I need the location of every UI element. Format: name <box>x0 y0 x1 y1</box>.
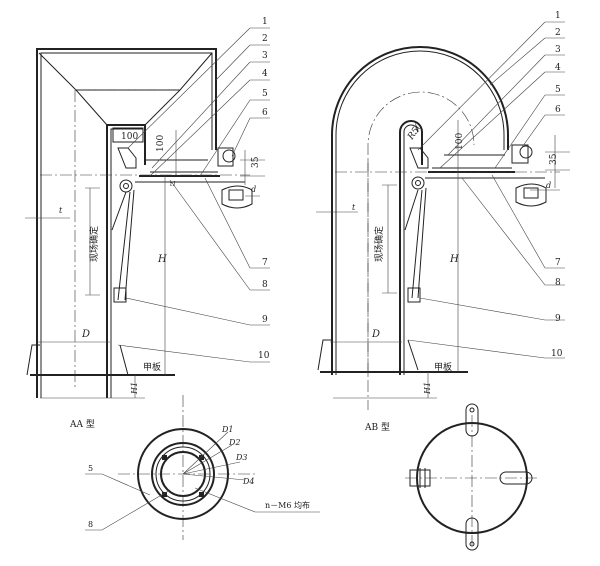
plan-bolt-note: n－M6 均布 <box>265 500 310 510</box>
callout-9: 9 <box>262 315 268 325</box>
ab-dim-H1: H1 <box>423 382 432 395</box>
ab-callout-8: 8 <box>555 278 561 288</box>
callout-5: 5 <box>262 89 268 99</box>
dim-d: d <box>251 185 256 194</box>
ab-type-label: AB 型 <box>364 422 390 433</box>
aa-type-label: AA 型 <box>69 419 95 430</box>
dim-D: D <box>81 329 90 340</box>
callout-2: 2 <box>262 34 268 44</box>
dim-H1: H1 <box>130 382 139 395</box>
dim-35: 35 <box>251 156 261 168</box>
ab-elevation: R50 100 35 d t H D H1 甲板 现场确定 1 2 3 4 5 … <box>316 11 570 410</box>
aa-elevation: 100 100 35 d t t1 H D H1 甲板 现场确定 1 2 3 4… <box>25 17 270 399</box>
ab-callout-3: 3 <box>555 45 561 55</box>
callout-4: 4 <box>262 69 268 79</box>
ab-dim-t: t <box>352 203 356 212</box>
ab-dim-D: D <box>371 329 380 340</box>
callout-6: 6 <box>262 108 268 118</box>
ab-callout-9: 9 <box>555 314 561 324</box>
callout-10: 10 <box>258 351 270 361</box>
ab-callout-6: 6 <box>555 105 561 115</box>
dim-H: H <box>157 254 167 265</box>
ab-dim-H: H <box>449 254 459 265</box>
plan-callout-5: 5 <box>88 464 93 473</box>
ab-callout-10: 10 <box>551 349 563 359</box>
ab-callout-4: 4 <box>555 63 561 73</box>
ab-callout-7: 7 <box>555 258 561 268</box>
ab-plan-view: AB 型 <box>364 403 540 551</box>
ab-deck-label: 甲板 <box>434 361 452 373</box>
ab-dim-d: d <box>546 181 551 190</box>
dim-t: t <box>59 206 63 215</box>
dim-height-100: 100 <box>156 135 166 152</box>
aa-plan-view: AA 型 D1 D2 D3 D4 n－M6 均布 5 8 <box>69 395 320 540</box>
deck-label: 甲板 <box>143 361 161 373</box>
plan-d1: D1 <box>221 425 234 434</box>
site-determined-label: 现场确定 <box>88 226 100 262</box>
dim-width-100: 100 <box>121 132 138 142</box>
plan-d4: D4 <box>242 477 255 486</box>
ab-callout-5: 5 <box>555 85 561 95</box>
callout-1: 1 <box>262 17 268 27</box>
plan-callout-8: 8 <box>88 520 93 529</box>
callout-3: 3 <box>262 51 268 61</box>
callout-8: 8 <box>262 280 268 290</box>
ab-dim-35: 35 <box>549 153 559 165</box>
ab-callout-1: 1 <box>555 11 561 21</box>
ab-site-determined-label: 现场确定 <box>373 226 385 262</box>
ab-dim-height-100: 100 <box>455 133 465 150</box>
callout-7: 7 <box>262 258 268 268</box>
ab-callout-2: 2 <box>555 28 561 38</box>
plan-d3: D3 <box>235 453 248 462</box>
plan-d2: D2 <box>228 438 241 447</box>
